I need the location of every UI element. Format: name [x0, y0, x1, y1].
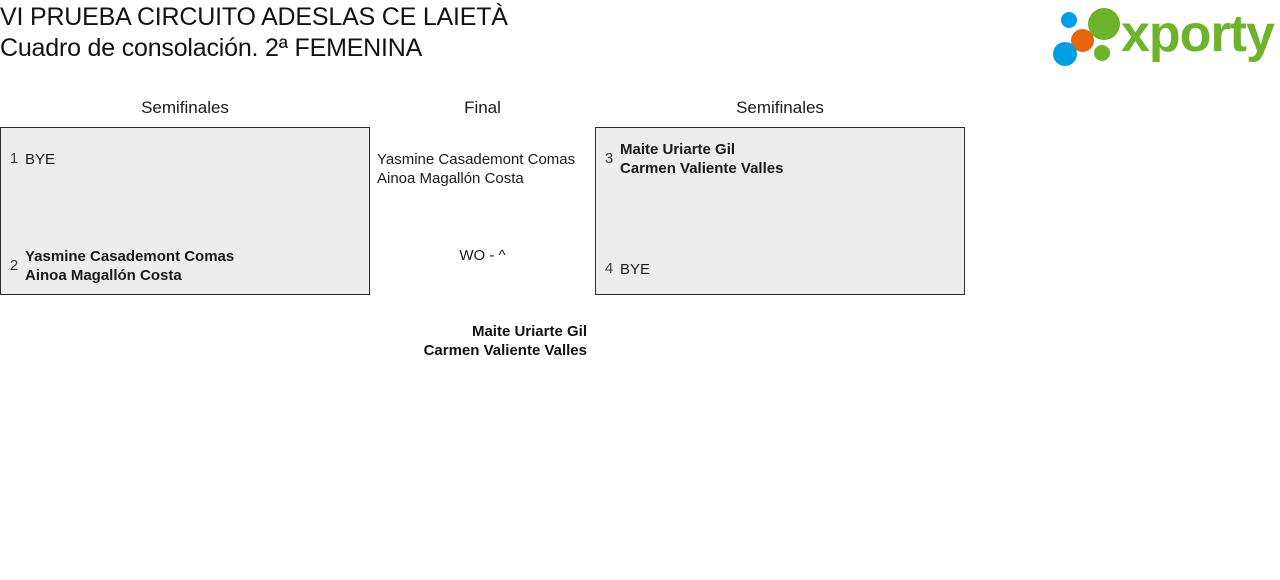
match-slot[interactable]: 2 Yasmine Casademont Comas Ainoa Magalló…: [3, 245, 363, 287]
match-slot[interactable]: 4 BYE: [598, 256, 958, 282]
team-name: BYE: [25, 150, 55, 169]
seed-number: 1: [9, 150, 19, 167]
page-header: VI PRUEBA CIRCUITO ADESLAS CE LAIETÀ Cua…: [0, 0, 1280, 78]
seed-number: 2: [9, 257, 19, 274]
match-box-left-semifinal[interactable]: 1 BYE 2 Yasmine Casademont Comas Ainoa M…: [0, 127, 370, 295]
team-name: BYE: [620, 260, 650, 279]
page-title: VI PRUEBA CIRCUITO ADESLAS CE LAIETÀ Cua…: [0, 0, 1000, 64]
final-entrant-player-2: Ainoa Magallón Costa: [377, 170, 524, 187]
team-player-1: Maite Uriarte Gil: [620, 141, 736, 158]
team-player-1: BYE: [620, 260, 651, 278]
logo-dot-green-small-icon: [1094, 45, 1110, 61]
team-name: Yasmine Casademont Comas Ainoa Magallón …: [25, 247, 234, 285]
match-slot[interactable]: 1 BYE: [3, 146, 363, 172]
champion-player-1: Maite Uriarte Gil: [471, 323, 587, 340]
final-entrant-player-1: Yasmine Casademont Comas: [377, 151, 576, 168]
match-slot[interactable]: 3 Maite Uriarte Gil Carmen Valiente Vall…: [598, 138, 958, 180]
tournament-subtitle: Cuadro de consolación. 2ª FEMENINA: [0, 34, 423, 62]
logo-dot-green-large-icon: [1088, 8, 1120, 40]
champion-player-2: Carmen Valiente Valles: [423, 342, 587, 359]
logo-dot-blue-large-icon: [1053, 42, 1077, 66]
round-label-final: Final: [464, 98, 501, 117]
team-player-1: BYE: [25, 150, 56, 168]
logo-dot-orange-icon: [1071, 29, 1094, 52]
team-player-2: Carmen Valiente Valles: [620, 160, 784, 177]
team-player-2: Ainoa Magallón Costa: [25, 267, 182, 284]
logo-wordmark: xporty: [1121, 5, 1275, 63]
final-score: WO - ^: [459, 247, 506, 264]
tournament-name: VI PRUEBA CIRCUITO ADESLAS CE LAIETÀ: [0, 3, 508, 31]
round-label-right-semifinals: Semifinales: [736, 98, 824, 117]
xporty-logo: xporty: [1049, 2, 1275, 66]
seed-number: 3: [604, 150, 614, 167]
champion-team: Maite Uriarte Gil Carmen Valiente Valles: [330, 322, 587, 360]
seed-number: 4: [604, 260, 614, 277]
round-label-left-semifinals: Semifinales: [141, 98, 229, 117]
team-player-1: Yasmine Casademont Comas: [25, 248, 235, 265]
logo-dot-blue-small-icon: [1061, 12, 1077, 28]
final-entrant: Yasmine Casademont Comas Ainoa Magallón …: [377, 150, 609, 188]
team-name: Maite Uriarte Gil Carmen Valiente Valles: [620, 140, 783, 178]
logo-dots-icon: [1049, 2, 1127, 66]
match-box-right-semifinal[interactable]: 3 Maite Uriarte Gil Carmen Valiente Vall…: [595, 127, 965, 295]
